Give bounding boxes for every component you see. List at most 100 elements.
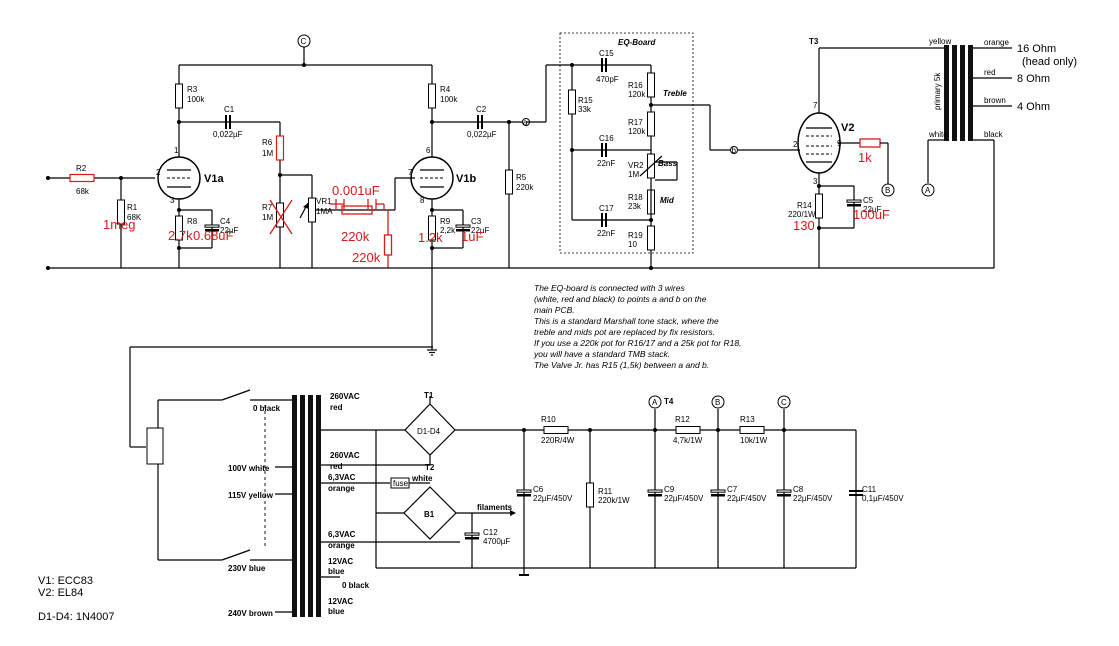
b1-label: B1: [424, 510, 435, 519]
c7-name: C7: [727, 485, 738, 494]
v2-label: V2: [841, 122, 854, 134]
sec5-12vac: 12VAC: [328, 557, 353, 566]
primary-label: primary 5k: [933, 72, 942, 110]
c11-value: 0,1µF/450V: [862, 494, 904, 503]
bass-label: Bass: [658, 159, 678, 168]
fuse-label: fuse: [393, 479, 409, 488]
r9-value: 2,2k: [440, 226, 456, 235]
r13-value: 10k/1W: [740, 436, 768, 445]
r5-name: R5: [516, 173, 527, 182]
vr2-name: VR2: [628, 161, 644, 170]
note-line-2: (white, red and black) to points a and b…: [534, 294, 707, 304]
node-a-power: A: [925, 186, 931, 195]
note-line-6: If you use a 220k pot for R16/17 and a 2…: [534, 338, 741, 348]
r2-name: R2: [76, 164, 87, 173]
t4-label: T4: [664, 397, 674, 406]
eq-board: EQ-Board C15 470pF R16 120k Treble R17 1…: [526, 32, 730, 270]
c5-name: C5: [863, 196, 874, 205]
eq-title: EQ-Board: [618, 38, 656, 47]
mod-0-001uf: 0.001uF: [332, 183, 380, 198]
wire-orange: orange: [984, 38, 1009, 47]
c6-name: C6: [533, 485, 544, 494]
eq-note: The EQ-board is connected with 3 wires (…: [533, 283, 741, 370]
mod-220k-a: 220k: [341, 229, 370, 244]
v2-tube: [797, 112, 841, 174]
sec6-0-black: 0 black: [342, 581, 370, 590]
wire-red: red: [984, 68, 996, 77]
node-c-top: C: [301, 37, 307, 46]
v1b-pin6: 6: [426, 146, 431, 155]
c11-name: C11: [862, 485, 877, 494]
t1-label: T1: [424, 391, 434, 400]
r16-value: 120k: [628, 90, 646, 99]
tap-16-ohm: 16 Ohm: [1017, 43, 1056, 55]
r7-value: 1M: [262, 213, 273, 222]
sec5-blue: blue: [328, 567, 345, 576]
mod-1-2k: 1.2k: [418, 230, 443, 245]
v1a-pin2: 2: [156, 168, 161, 177]
r4-name: R4: [440, 85, 451, 94]
pri-240v-brown: 240V brown: [228, 609, 273, 618]
vr1-name: VR1: [316, 197, 332, 206]
node-b-power: B: [885, 186, 890, 195]
c17-name: C17: [599, 204, 614, 213]
c2-name: C2: [476, 105, 487, 114]
v2-pin7: 7: [813, 101, 818, 110]
c16-name: C16: [599, 134, 614, 143]
r11-value: 220k/1W: [598, 496, 630, 505]
v2-pin2: 2: [793, 140, 798, 149]
v1b-label: V1b: [456, 173, 476, 185]
mod-220k-b: 220k: [352, 250, 381, 265]
pri-115v-yellow: 115V yellow: [228, 491, 274, 500]
note-line-1: The EQ-board is connected with 3 wires: [534, 283, 685, 293]
point-a-label: a: [523, 118, 528, 127]
d1-d4-label: D1-D4: [417, 427, 441, 436]
r1-name: R1: [127, 203, 138, 212]
r12-value: 4,7k/1W: [673, 436, 703, 445]
r8-name: R8: [187, 217, 198, 226]
r5-value: 220k: [516, 183, 534, 192]
tap-4-ohm: 4 Ohm: [1017, 101, 1050, 113]
sec7-blue: blue: [328, 607, 345, 616]
c1-name: C1: [224, 105, 235, 114]
wire-black: black: [984, 130, 1004, 139]
node-a-psu: A: [652, 398, 658, 407]
sec2-260vac: 260VAC: [330, 451, 360, 460]
r19-value: 10: [628, 240, 637, 249]
r1-value: 68K: [127, 213, 142, 222]
mod-0-68uf: 0.68uF: [193, 228, 234, 243]
c8-value: 22µF/450V: [793, 494, 833, 503]
sec3-orange: orange: [328, 484, 355, 493]
c6-value: 22µF/450V: [533, 494, 573, 503]
r15-value: 33k: [578, 105, 592, 114]
r6-value: 1M: [262, 149, 273, 158]
r10-name: R10: [541, 415, 556, 424]
node-b-psu: B: [715, 398, 720, 407]
legend-v1: V1: ECC83: [38, 575, 93, 587]
fuse-white-label: white: [411, 474, 433, 483]
note-line-5: treble and mids pot are replaced by fix …: [534, 327, 715, 337]
vr2-value: 1M: [628, 170, 639, 179]
c16-value: 22nF: [597, 159, 615, 168]
legend-v2: V2: EL84: [38, 587, 83, 599]
v2-pin3: 3: [813, 177, 818, 186]
r13-name: R13: [740, 415, 755, 424]
sec4-6-3vac: 6,3VAC: [328, 530, 356, 539]
sec3-6-3vac: 6,3VAC: [328, 473, 356, 482]
mod-1uf: 1uF: [461, 229, 483, 244]
sec4-orange: orange: [328, 541, 355, 550]
vr1-value: 1MA: [316, 207, 333, 216]
r9-name: R9: [440, 217, 451, 226]
c1-value: 0,022µF: [213, 130, 243, 139]
wire-yellow: yellow: [929, 37, 951, 46]
r6-name: R6: [262, 138, 273, 147]
r7-name: R7: [262, 203, 273, 212]
r14-value: 220/1W: [788, 210, 816, 219]
r18-name: R18: [628, 193, 643, 202]
c15-name: C15: [599, 49, 614, 58]
v1b-pin7: 7: [408, 168, 413, 177]
node-c-psu: C: [781, 398, 787, 407]
c17-value: 22nF: [597, 229, 615, 238]
c5-value: 22µF: [863, 205, 882, 214]
c12-name: C12: [483, 528, 498, 537]
